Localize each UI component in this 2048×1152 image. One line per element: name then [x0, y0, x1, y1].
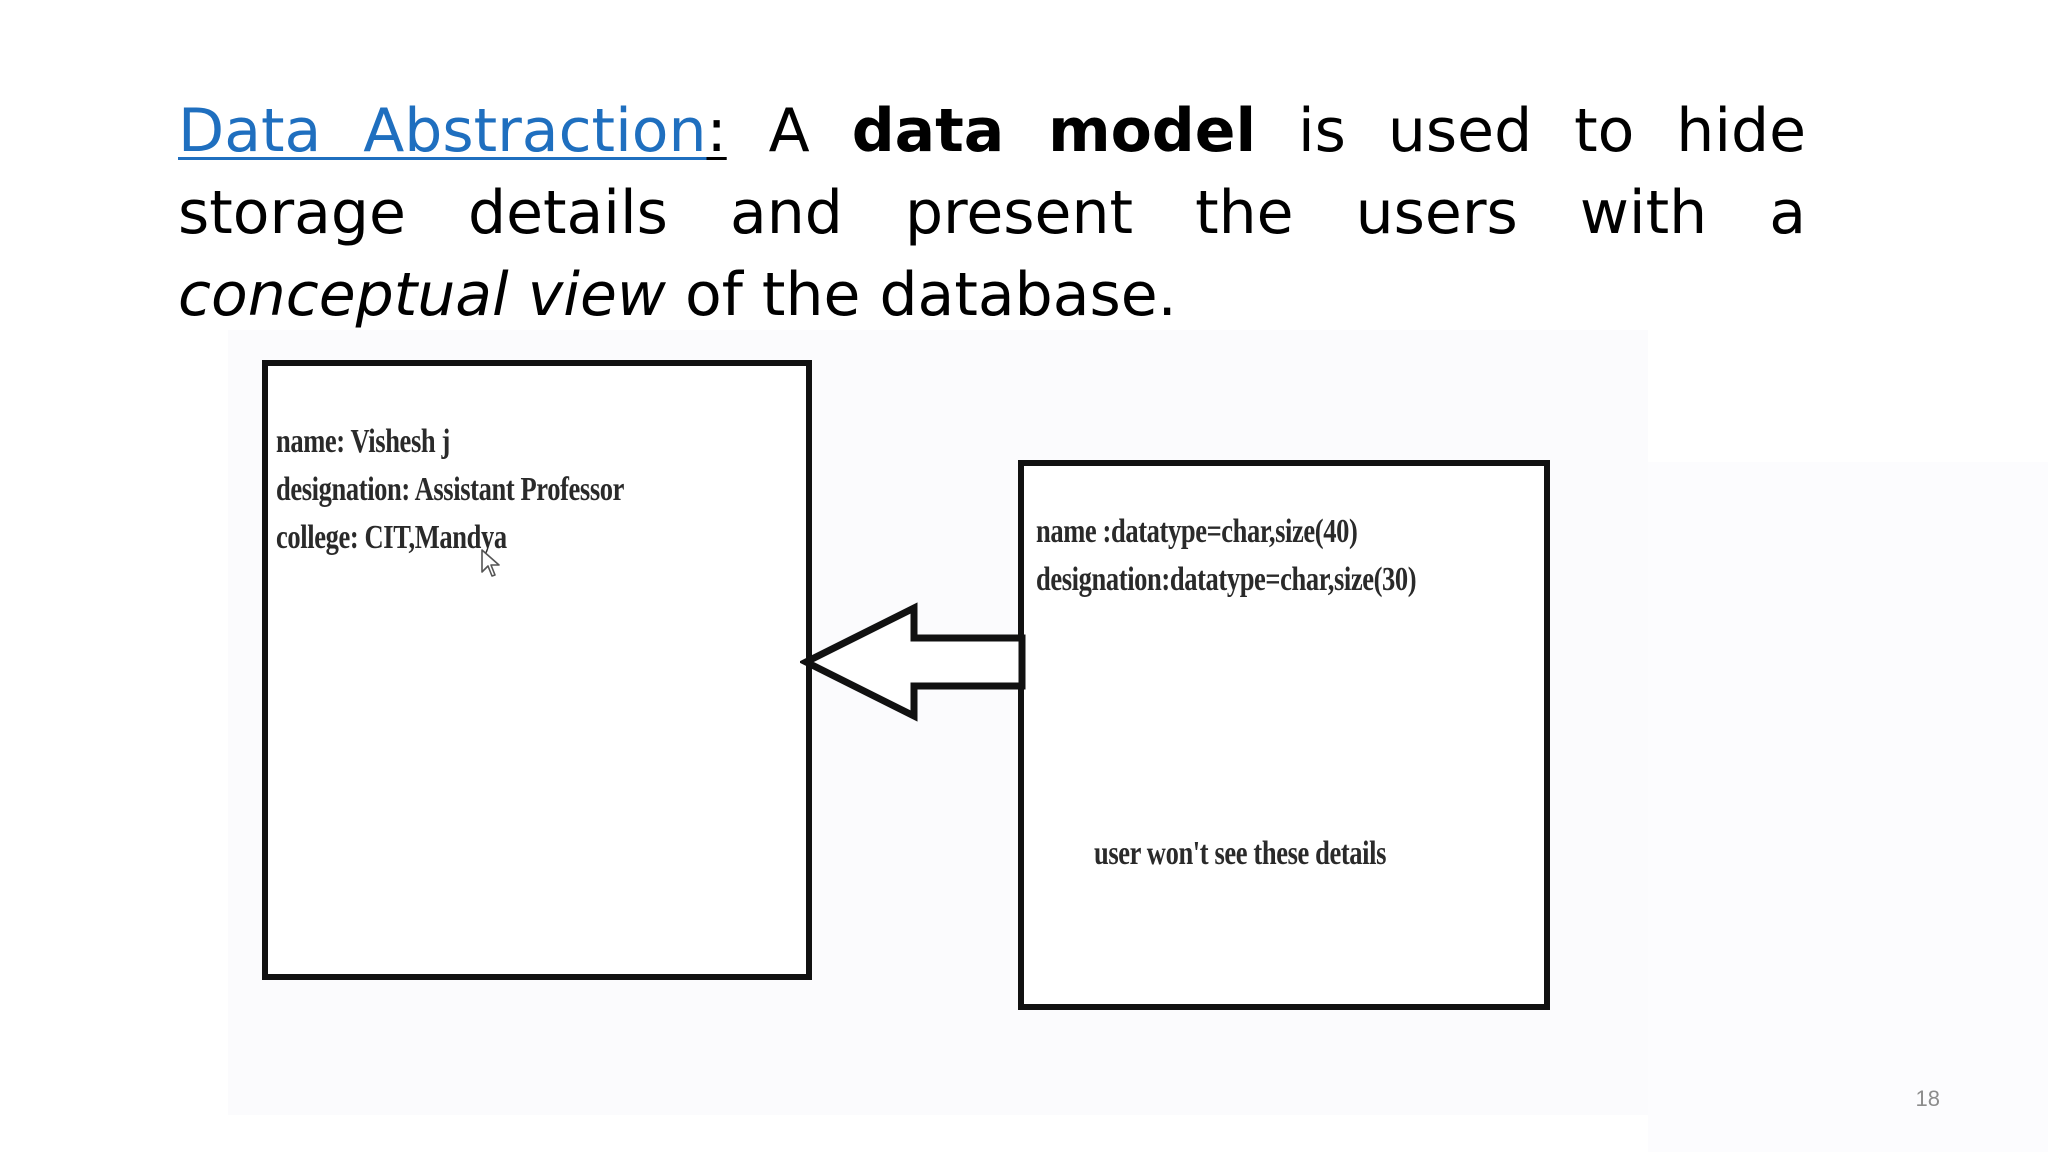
left-arrow-icon — [800, 602, 1026, 722]
page-number: 18 — [1915, 1086, 1940, 1111]
italic-term: conceptual view — [178, 260, 666, 330]
left-box-line-name: name: Vishesh j — [276, 423, 450, 460]
text-segment-b: is used to hide storage details and pres… — [178, 96, 1807, 248]
text-segment-c: of the database. — [665, 260, 1177, 330]
left-box-line-designation: designation: Assistant Professor — [276, 471, 625, 508]
conceptual-view-box — [262, 360, 812, 980]
text-segment-a: A — [726, 96, 852, 166]
bold-term: data model — [851, 96, 1257, 166]
left-box-line-college: college: CIT,Mandya — [276, 519, 507, 556]
storage-details-box — [1018, 460, 1550, 1010]
right-box-line-designation-type: designation:datatype=char,size(30) — [1036, 561, 1417, 598]
data-abstraction-link[interactable]: Data Abstraction — [178, 96, 707, 166]
diagram-backdrop — [1648, 462, 2048, 1152]
heading-colon: : — [706, 96, 727, 166]
hidden-details-note: user won't see these details — [1094, 835, 1387, 872]
definition-paragraph: Data Abstraction: A data model is used t… — [178, 90, 1806, 336]
right-box-line-name-type: name :datatype=char,size(40) — [1036, 513, 1358, 550]
mouse-pointer-icon — [481, 549, 500, 577]
